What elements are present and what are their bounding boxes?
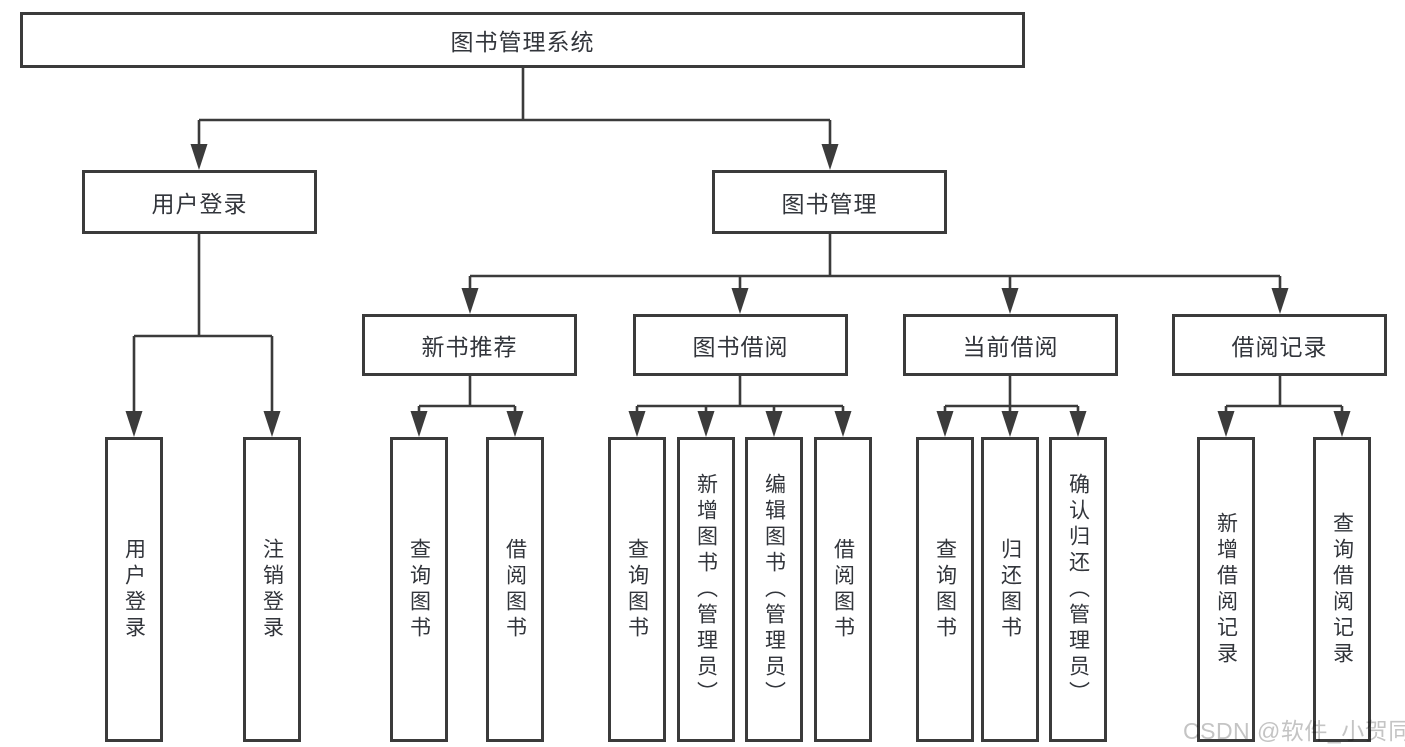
leaf-borrow-edit-books-admin-label: 编辑图书（管理员）	[762, 472, 786, 707]
leaf-borrow-query-books: 查询图书	[608, 437, 666, 742]
node-new-book-recommend: 新书推荐	[362, 314, 577, 376]
leaf-current-query-books: 查询图书	[916, 437, 974, 742]
leaf-logout-login: 注销登录	[243, 437, 301, 742]
watermark: CSDN @软件_小贺同学	[1183, 718, 1405, 744]
leaf-logout-login-label: 注销登录	[260, 537, 284, 642]
node-book-borrow: 图书借阅	[633, 314, 848, 376]
node-book-management: 图书管理	[712, 170, 947, 234]
leaf-borrow-add-books-admin-label: 新增图书（管理员）	[694, 472, 718, 707]
leaf-recommend-borrow-books: 借阅图书	[486, 437, 544, 742]
node-root: 图书管理系统	[20, 12, 1025, 68]
leaf-user-login-label: 用户登录	[122, 537, 146, 642]
node-user-login-label: 用户登录	[151, 191, 248, 217]
node-root-label: 图书管理系统	[450, 29, 595, 55]
leaf-record-query-borrow-record-label: 查询借阅记录	[1330, 511, 1354, 668]
node-borrow-record: 借阅记录	[1172, 314, 1387, 376]
node-current-borrow: 当前借阅	[903, 314, 1118, 376]
leaf-borrow-add-books-admin: 新增图书（管理员）	[677, 437, 735, 742]
node-book-borrow-label: 图书借阅	[692, 334, 789, 360]
leaf-borrow-borrow-books: 借阅图书	[814, 437, 872, 742]
leaf-borrow-query-books-label: 查询图书	[625, 537, 649, 642]
node-book-management-label: 图书管理	[781, 191, 878, 217]
node-current-borrow-label: 当前借阅	[962, 334, 1059, 360]
leaf-current-confirm-return-admin: 确认归还（管理员）	[1049, 437, 1107, 742]
leaf-recommend-query-books: 查询图书	[390, 437, 448, 742]
leaf-current-confirm-return-admin-label: 确认归还（管理员）	[1066, 472, 1090, 707]
leaf-current-return-books: 归还图书	[981, 437, 1039, 742]
leaf-recommend-query-books-label: 查询图书	[407, 537, 431, 642]
leaf-record-add-borrow-record: 新增借阅记录	[1197, 437, 1255, 742]
node-user-login: 用户登录	[82, 170, 317, 234]
node-new-book-recommend-label: 新书推荐	[421, 334, 518, 360]
leaf-recommend-borrow-books-label: 借阅图书	[503, 537, 527, 642]
leaf-current-return-books-label: 归还图书	[998, 537, 1022, 642]
leaf-borrow-edit-books-admin: 编辑图书（管理员）	[745, 437, 803, 742]
leaf-current-query-books-label: 查询图书	[933, 537, 957, 642]
leaf-record-query-borrow-record: 查询借阅记录	[1313, 437, 1371, 742]
leaf-borrow-borrow-books-label: 借阅图书	[831, 537, 855, 642]
node-borrow-record-label: 借阅记录	[1231, 334, 1328, 360]
leaf-record-add-borrow-record-label: 新增借阅记录	[1214, 511, 1238, 668]
leaf-user-login: 用户登录	[105, 437, 163, 742]
